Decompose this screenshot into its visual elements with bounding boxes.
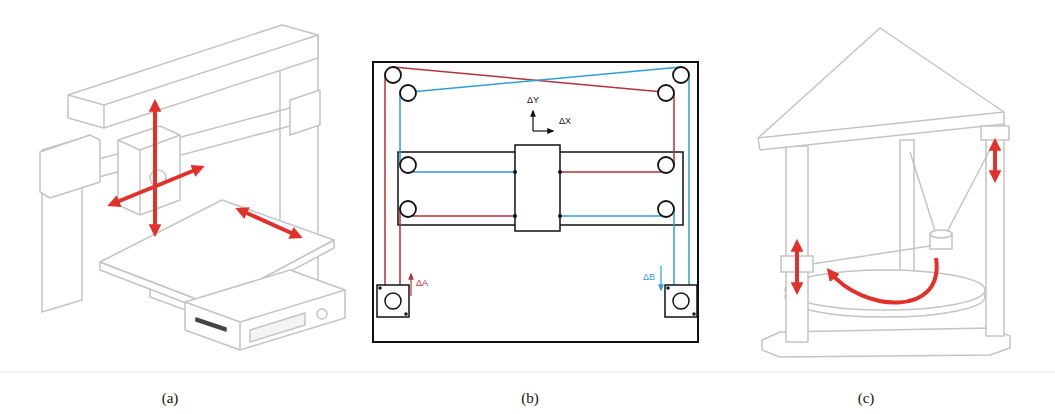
motion-arrows <box>112 104 298 236</box>
stepper-motor <box>377 285 409 317</box>
control-box-edge <box>185 290 345 322</box>
motor-pulley <box>385 293 401 309</box>
control-box-edge <box>239 322 241 350</box>
arm-rod <box>910 152 936 234</box>
print-head-edge <box>139 150 141 215</box>
rotation-arrow <box>830 258 937 303</box>
top-beam <box>68 25 318 128</box>
roof <box>758 28 1004 150</box>
beam-edge <box>103 105 105 128</box>
display <box>250 313 305 342</box>
control-knob <box>317 309 327 319</box>
beam-edge <box>68 35 318 105</box>
motor-screw <box>379 287 381 289</box>
motor-pulley <box>673 293 689 309</box>
effector-top <box>930 230 952 238</box>
motor-label: ΔB <box>643 273 655 283</box>
clamp-dot <box>513 170 517 174</box>
pulley <box>658 157 674 173</box>
corexy-diagram <box>373 62 698 342</box>
clamp-dot <box>558 170 562 174</box>
roof-edge <box>758 112 1004 138</box>
blue-belt <box>400 67 689 300</box>
red-belt <box>400 209 515 300</box>
motor-a-arrow <box>410 274 411 296</box>
pulley <box>658 85 674 101</box>
belts <box>385 67 689 300</box>
belt-clamps <box>513 170 562 218</box>
pulley <box>385 67 401 83</box>
pulley <box>400 85 416 101</box>
round-bed <box>785 270 985 310</box>
motor-b-arrow <box>660 266 661 290</box>
panel-caption: (b) <box>521 390 539 407</box>
clamp-dot <box>558 214 562 218</box>
panel-caption: (a) <box>162 390 179 407</box>
card-slot <box>196 318 226 331</box>
motor-screw <box>693 313 695 315</box>
cartesian-printer <box>40 25 345 350</box>
print-head <box>118 126 180 215</box>
y-axis-arrow <box>532 111 533 131</box>
blue-belt <box>560 209 674 300</box>
pulley <box>658 201 674 217</box>
x-axis-arrow <box>533 130 553 131</box>
frame-outline <box>373 62 698 342</box>
panel-caption: (c) <box>858 390 875 407</box>
motor-screw <box>667 287 669 289</box>
red-belt <box>385 67 674 300</box>
z-motion-arrow <box>153 104 157 232</box>
pulley <box>400 201 416 217</box>
motor-screw <box>405 313 407 315</box>
y-motion-arrow <box>240 210 298 236</box>
arm-rod <box>946 140 995 234</box>
pulley <box>400 157 416 173</box>
x-motion-arrow <box>112 168 200 204</box>
vertical-motion-arrow <box>795 244 799 290</box>
right-pillar <box>986 122 1004 336</box>
motors <box>377 285 697 317</box>
axis-label: ΔX <box>559 117 571 127</box>
vertical-motion-arrow <box>993 143 997 178</box>
control-box <box>185 270 345 350</box>
gantry-block <box>40 135 100 198</box>
left-pillar <box>786 146 808 342</box>
motor-label: ΔA <box>416 279 428 289</box>
axis-arrows <box>411 111 661 296</box>
motion-arrows <box>797 143 995 303</box>
carriage-ring <box>981 126 1009 140</box>
clamp-dot <box>513 214 517 218</box>
carriage <box>515 145 560 231</box>
caption-rule <box>0 372 1055 373</box>
print-head-edge <box>118 135 180 150</box>
pulley <box>673 67 689 83</box>
gantry-block <box>290 90 320 135</box>
axis-label: ΔY <box>527 96 539 106</box>
stepper-motor <box>665 285 697 317</box>
arm-rod <box>812 246 930 264</box>
delta-printer <box>758 28 1010 357</box>
